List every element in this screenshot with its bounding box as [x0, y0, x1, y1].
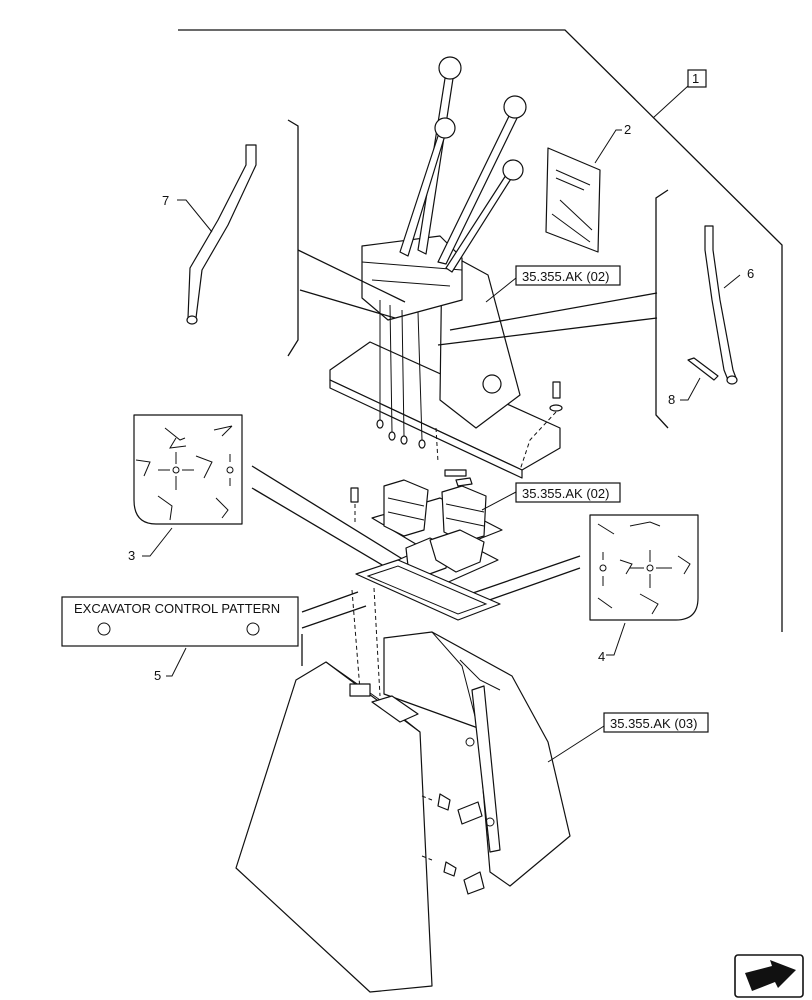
callout-2: 2 — [624, 122, 631, 137]
pattern-decal-3: 3 — [128, 414, 243, 563]
control-valve-assembly: 35.355.AK (02) — [297, 56, 658, 479]
callout-8: 8 — [668, 392, 675, 407]
operator-manual: 2 — [545, 122, 631, 253]
callout-1: 1 — [692, 71, 699, 86]
decal-label: EXCAVATOR CONTROL PATTERN — [74, 601, 280, 616]
lever-7-group: 7 — [162, 119, 299, 357]
lever-6-group: 6 8 — [655, 189, 754, 429]
callout-5: 5 — [154, 668, 161, 683]
ref-valve-upper: 35.355.AK (02) — [522, 269, 609, 284]
callout-3: 3 — [128, 548, 135, 563]
ref-console: 35.355.AK (03) — [610, 716, 697, 731]
pattern-decal-4: 4 — [589, 514, 699, 664]
assembly-bracket: 1 — [178, 29, 783, 632]
callout-7: 7 — [162, 193, 169, 208]
callout-4: 4 — [598, 649, 605, 664]
rubber-boots-assembly: 35.355.AK (02) — [251, 465, 621, 697]
ref-boots: 35.355.AK (02) — [522, 486, 609, 501]
console-housing: 35.355.AK (03) — [235, 631, 709, 993]
callout-6: 6 — [747, 266, 754, 281]
next-page-arrow-icon[interactable] — [734, 954, 804, 998]
control-pattern-decal-5: EXCAVATOR CONTROL PATTERN 5 — [61, 591, 367, 683]
